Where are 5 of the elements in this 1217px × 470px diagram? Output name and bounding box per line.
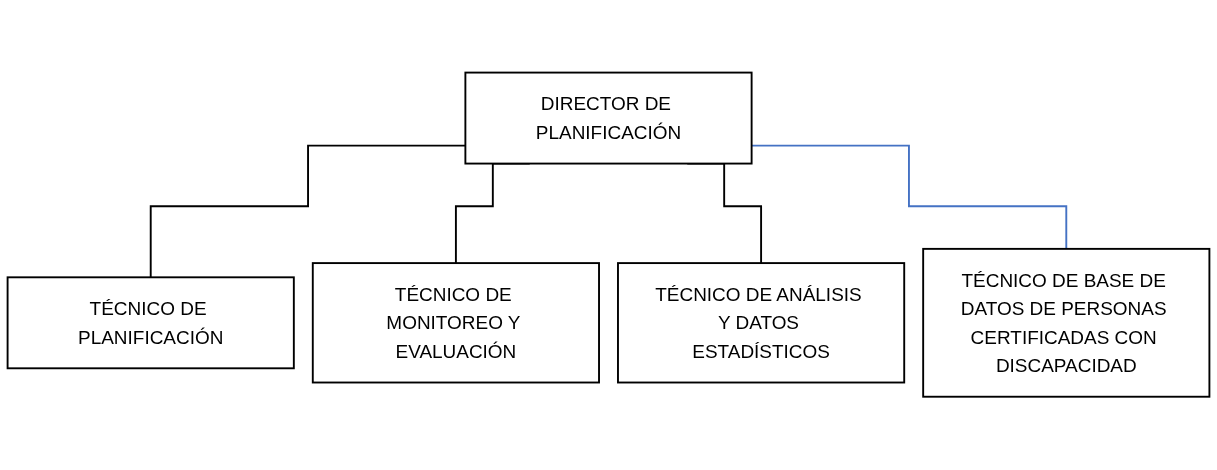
node-box: TÉCNICO DE ANÁLISIS Y DATOS ESTADÍSTICOS (617, 262, 906, 384)
node-box: DIRECTOR DE PLANIFICACIÓN (464, 72, 753, 165)
node-box: TÉCNICO DE BASE DE DATOS DE PERSONAS CERTIFICADAS CON DISCAPACIDAD (922, 248, 1211, 398)
node-box: TÉCNICO DE MONITOREO Y EVALUACIÓN (311, 262, 600, 384)
node-box: TÉCNICO DE PLANIFICACIÓN (6, 276, 295, 370)
